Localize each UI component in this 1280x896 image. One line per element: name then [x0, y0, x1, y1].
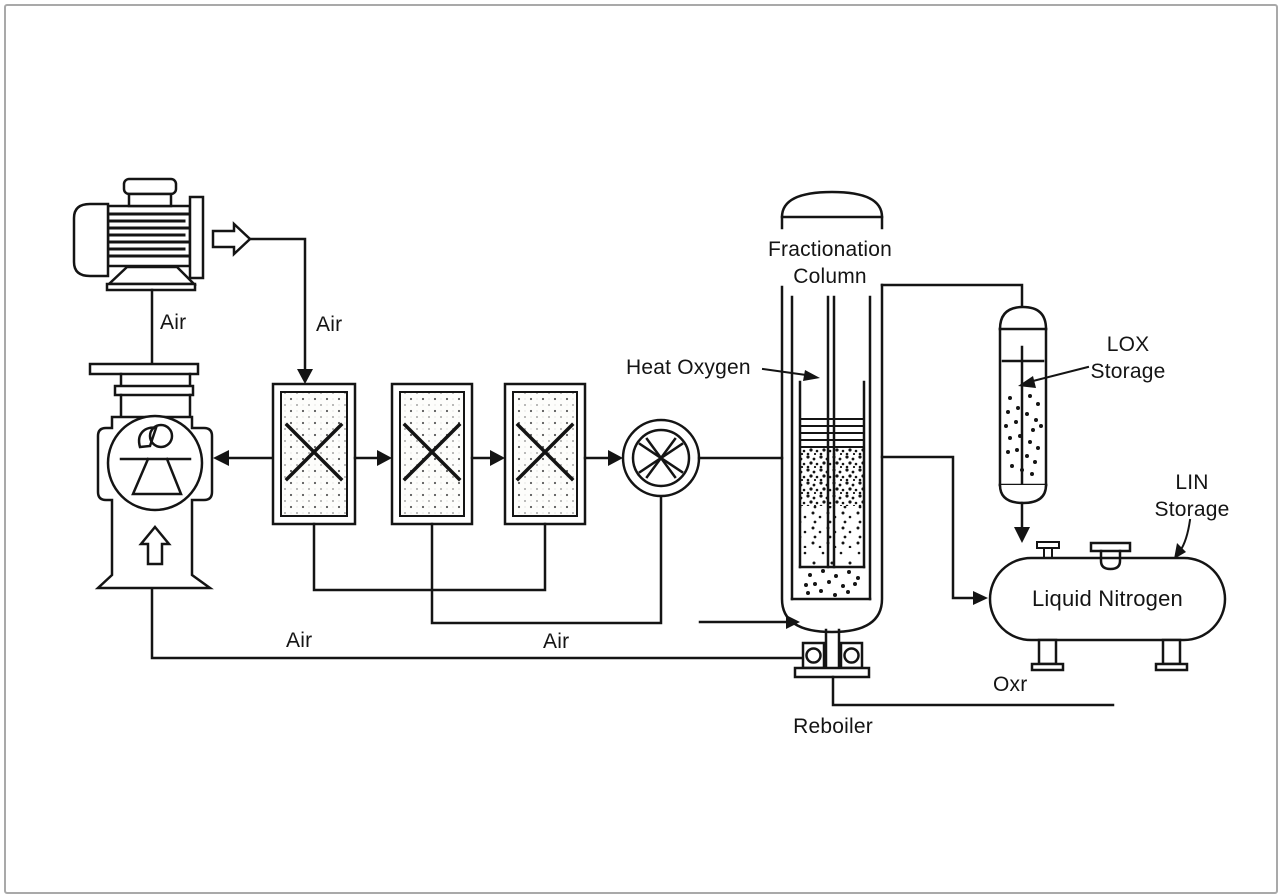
label-fractionation-column: Fractionation Column — [768, 238, 892, 288]
label-lox-storage: LOX Storage — [1090, 333, 1166, 383]
label-heat-oxygen: Heat Oxygen — [626, 356, 751, 379]
label-oxr: Oxr — [993, 673, 1028, 696]
adsorber-bottom-line-2 — [430, 494, 663, 625]
adsorber-bottom-line-1 — [312, 522, 547, 592]
air-inlet-arrow-icon — [211, 221, 252, 257]
label-lin-storage: LIN Storage — [1154, 471, 1230, 521]
reboiler-symbol — [793, 628, 871, 679]
adsorber-to-compressor-line — [213, 450, 275, 466]
lox-storage-leader-arrow — [1018, 365, 1090, 388]
label-liquid-nitrogen: Liquid Nitrogen — [1032, 586, 1183, 611]
adsorber-vessel-3 — [503, 382, 587, 526]
adsorber-vessel-2 — [390, 382, 474, 526]
lox-dots — [1004, 394, 1043, 476]
heat-exchanger-symbol — [621, 418, 701, 498]
column-bottom-dots — [804, 569, 860, 597]
label-air-motor-line: Air — [160, 311, 187, 334]
heat-oxygen-leader-arrow — [761, 367, 820, 381]
lin-storage-tank-symbol — [988, 541, 1227, 672]
column-to-lox-line — [880, 283, 1024, 309]
electric-motor-symbol — [72, 177, 205, 292]
air-feed-line — [248, 237, 313, 384]
label-air-return-left: Air — [286, 629, 313, 652]
air-return-line — [150, 588, 806, 660]
lin-storage-leader-arrow — [1174, 518, 1192, 559]
label-air-feed-line: Air — [316, 313, 343, 336]
adsorber-vessel-1 — [271, 382, 357, 526]
label-air-return-right: Air — [543, 630, 570, 653]
compressor-symbol — [88, 362, 214, 590]
label-reboiler: Reboiler — [793, 715, 873, 738]
column-bottom-feed-arrow — [698, 615, 800, 629]
fractionation-column-symbol — [780, 190, 884, 634]
column-to-lin-line — [880, 455, 988, 605]
lox-storage-vessel-symbol — [998, 305, 1048, 543]
oxr-line — [831, 675, 1115, 707]
adsorber-flow-arrows — [353, 450, 623, 466]
